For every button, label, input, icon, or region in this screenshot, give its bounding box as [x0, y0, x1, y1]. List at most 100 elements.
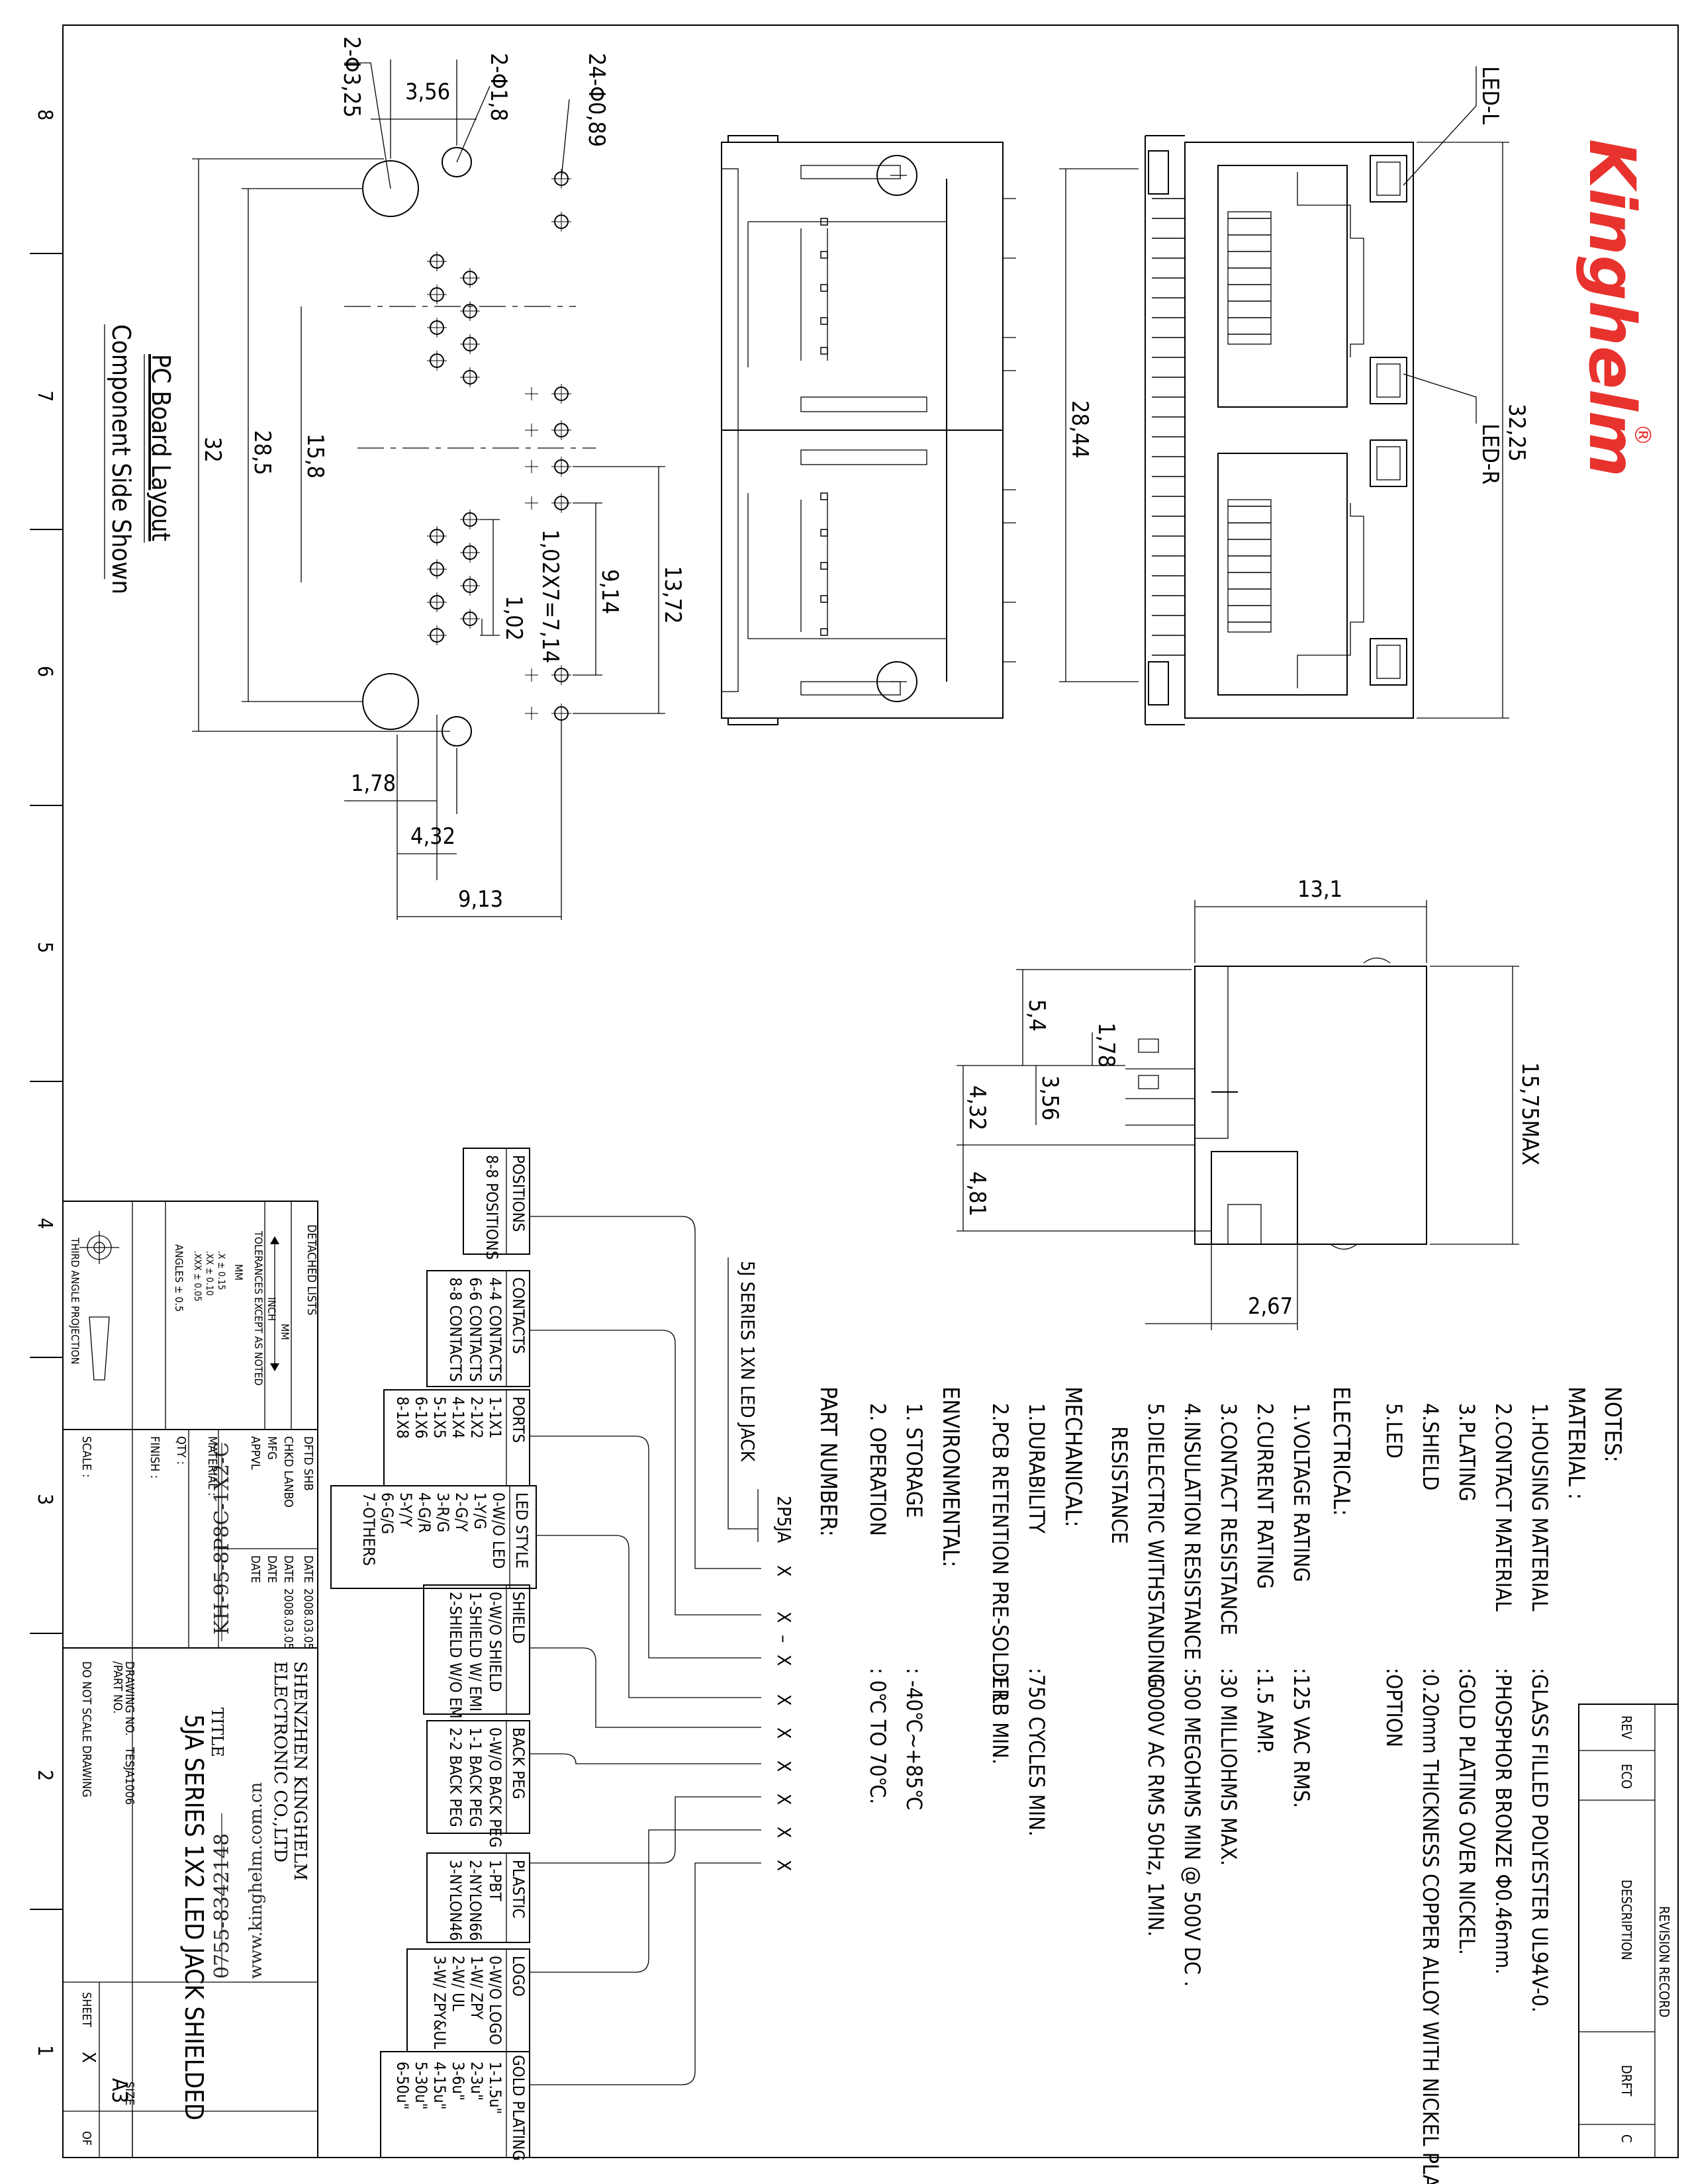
- tb-title-label: TITLE: [208, 1707, 226, 1757]
- option-positions-head: POSITIONS: [509, 1155, 528, 1232]
- tb-mm: MM: [279, 1324, 291, 1340]
- option-shield-item-1: 0-W/O SHIELD: [486, 1592, 504, 1692]
- pn-slot-5: X: [773, 1727, 795, 1739]
- label-led-r: LED-R: [1477, 424, 1503, 484]
- option-box-contacts: CONTACTS 4-4 CONTACTS 6-6 CONTACTS 8-8 C…: [426, 1270, 530, 1387]
- dim-hole-small: 2-Φ1,8: [485, 53, 512, 121]
- jack-side-view: 13,1 15,75MAX 5,4 1,78 3,56 4,32 4,81 2,…: [957, 876, 1543, 1330]
- tb-tol-x: .X ± 0.15: [216, 1251, 226, 1290]
- option-peg-head: BACK PEG: [509, 1727, 528, 1799]
- tb-finish: FINISH :: [148, 1436, 162, 1479]
- pn-slot-9: X: [773, 1860, 795, 1871]
- tb-date-value-1: 2008.03.05: [301, 1588, 315, 1650]
- zone-3: 3: [33, 1494, 56, 1505]
- dim-28-5: 28,5: [249, 430, 275, 475]
- tb-qty: QTY :: [174, 1436, 188, 1465]
- zone-5: 5: [33, 942, 56, 953]
- option-box-ports: PORTS 1-1X1 2-1X2 4-1X4 5-1X5 6-1X6 8-1X…: [383, 1389, 530, 1486]
- notes-electrical-5-value: :1000V AC RMS 50Hz, 1MIN.: [1143, 1668, 1168, 1936]
- port-lower: [1217, 453, 1348, 696]
- notes-electrical-5: 5.DIELECTRIC WITHSTANDING: [1143, 1403, 1168, 1688]
- led-window-1: [1370, 155, 1407, 203]
- option-led-item-3: 2-G/Y: [452, 1492, 471, 1532]
- notes-title: NOTES:: [1599, 1387, 1626, 1463]
- option-ports-head: PORTS: [509, 1396, 528, 1443]
- pn-slot-2: X: [773, 1612, 795, 1623]
- revision-col-eco: ECO: [1618, 1764, 1634, 1789]
- tb-mfg: MFG: [265, 1436, 279, 1460]
- frame-ticks: [30, 253, 63, 1910]
- tb-drawing-no: TESJA1006: [122, 1747, 136, 1805]
- notes-mechanical-head: MECHANICAL:: [1060, 1387, 1086, 1527]
- part-number-scheme: 5J SERIES 1XN LED JACK 2P5JA X X – X X X…: [330, 1148, 795, 2161]
- tb-title: 5JA SERIES 1X2 LED JACK SHIELDED: [179, 1714, 209, 2120]
- led-window-3: [1370, 439, 1407, 487]
- revision-col-drft: DRFT: [1618, 2065, 1634, 2097]
- notes-electrical-6: RESISTANCE: [1107, 1426, 1132, 1544]
- notes-environmental-1: 1. STORAGE: [902, 1403, 927, 1518]
- dim-32: 32: [199, 437, 226, 463]
- tb-company-1: SHENZHEN KINGHELM: [290, 1661, 310, 1881]
- option-ports-item-5: 6-1X6: [412, 1396, 430, 1439]
- option-gold-item-4: 4-15u": [430, 2062, 449, 2110]
- option-peg-item-3: 2-2 BACK PEG: [446, 1727, 465, 1827]
- option-gold-item-1: 1-1.5u": [486, 2062, 504, 2114]
- tb-dftd: DFTD SHB: [301, 1436, 315, 1491]
- notes-material-4-value: :0.20mm THICKNESS COPPER ALLOY WITH NICK…: [1418, 1668, 1443, 2184]
- tb-date-3: DATE: [265, 1555, 279, 1583]
- pcb-layout-subtitle: Component Side Shown: [107, 324, 136, 594]
- notes-mechanical-2-value: :1 LB MIN.: [988, 1668, 1013, 1764]
- led-window-2: [1370, 357, 1407, 404]
- option-led-item-5: 4-G/R: [415, 1492, 434, 1533]
- notes-electrical-1-value: :125 VAC RMS.: [1289, 1668, 1314, 1808]
- pn-slot-dash: –: [773, 1635, 795, 1643]
- notes-part-number-head: PART NUMBER:: [815, 1387, 841, 1537]
- option-gold-item-2: 2-3u": [467, 2062, 486, 2101]
- tb-tol-xx: .XX ± 0.10: [204, 1251, 214, 1296]
- dim-1-78: 1,78: [351, 770, 396, 797]
- tb-appvl: APPVL: [248, 1436, 262, 1470]
- dim-2-67: 2,67: [1248, 1293, 1293, 1320]
- dim-15-8: 15,8: [302, 433, 328, 478]
- notes-block: NOTES: MATERIAL : 1.HOUSING MATERIAL :GL…: [815, 1387, 1626, 2184]
- zone-8: 8: [33, 109, 56, 120]
- option-box-logo: LOGO 0-W/O LOGO 1-W/ ZPY 2-W/ UL 3-W/ ZP…: [406, 1948, 530, 2052]
- option-box-shield: SHIELD 0-W/O SHIELD 1-SHIELD W/ EMI 2-SH…: [423, 1584, 530, 1723]
- option-logo-item-1: 0-W/O LOGO: [486, 1956, 504, 2045]
- option-led-item-1: 0-W/O LED: [489, 1492, 508, 1569]
- pn-slot-4: X: [773, 1694, 795, 1706]
- pcb-layout-title: PC Board Layout: [146, 354, 175, 541]
- dim-4-81: 4,81: [964, 1171, 990, 1216]
- pn-slot-8: X: [773, 1827, 795, 1838]
- option-gold-item-5: 5-30u": [412, 2062, 430, 2110]
- option-led-head: LED STYLE: [512, 1492, 531, 1569]
- jack-top-view: [721, 135, 1016, 725]
- dim-1-78-side: 1,78: [1093, 1023, 1119, 1068]
- tb-detached: DETACHED LISTS: [305, 1224, 318, 1316]
- tb-of: OF: [79, 2131, 93, 2146]
- pn-code: 2P5JA: [773, 1496, 795, 1543]
- notes-mechanical-2: 2.PCB RETENTION PRE-SOLDER: [988, 1403, 1013, 1702]
- tb-projection: THIRD ANGLE PROJECTION: [69, 1237, 81, 1364]
- tb-inch: INCH: [265, 1297, 278, 1321]
- pcb-centerlines: [344, 306, 596, 449]
- notes-mechanical-1-value: :750 CYCLES MIN.: [1024, 1668, 1049, 1837]
- dim-hole-large: 2-Φ3,25: [338, 36, 365, 118]
- option-gold-item-3: 3-6u": [449, 2062, 467, 2101]
- option-shield-item-2: 1-SHIELD W/ EMI: [466, 1592, 485, 1711]
- notes-environmental-1-value: : -40℃~+85℃: [902, 1668, 927, 1810]
- option-led-item-2: 1-Y/G: [471, 1492, 489, 1529]
- dim-13-72: 13,72: [659, 566, 686, 624]
- notes-material-5: 5.LED: [1382, 1403, 1407, 1459]
- notes-material-3: 3.PLATING: [1454, 1403, 1479, 1502]
- label-led-l: LED-L: [1477, 66, 1503, 124]
- option-led-item-4: 3-R/G: [434, 1492, 452, 1533]
- pn-leaders: [530, 1216, 761, 2085]
- option-gold-head: GOLD PLATING: [509, 2055, 528, 2161]
- notes-electrical-1: 1.VOLTAGE RATING: [1289, 1403, 1314, 1582]
- notes-material-head: MATERIAL :: [1563, 1387, 1589, 1500]
- pcb-dimension-lines: [192, 60, 665, 920]
- option-contacts-item-2: 6-6 CONTACTS: [466, 1277, 485, 1382]
- tb-date-4: DATE: [248, 1555, 262, 1583]
- brand-logo: Kinghelm ®: [1575, 139, 1656, 477]
